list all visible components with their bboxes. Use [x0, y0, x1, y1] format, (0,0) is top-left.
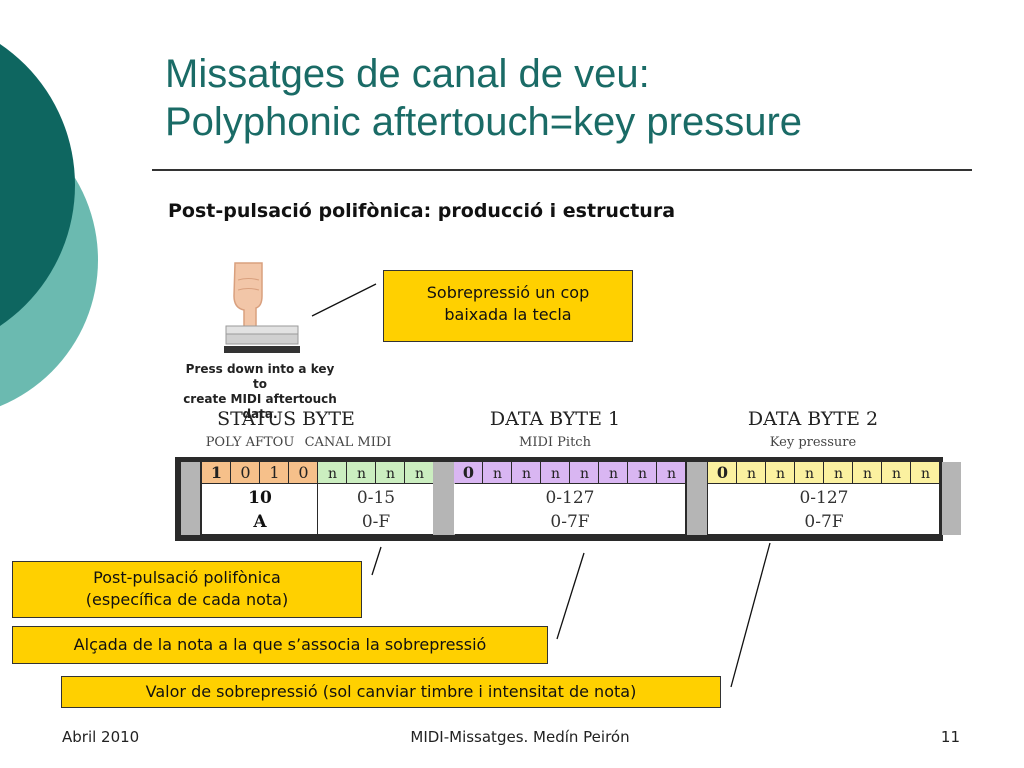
data2-bit-cell — [911, 462, 939, 483]
slide-subtitle: Post-pulsació polifònica: producció i es… — [168, 200, 676, 222]
status-bit-label: 0 — [240, 463, 250, 482]
callout-top-line-2: baixada la tecla — [444, 305, 572, 324]
caption-line-2: create MIDI aftertouch data. — [183, 392, 337, 421]
status-bit-cell — [318, 462, 346, 483]
status-bit-cell — [347, 462, 375, 483]
status-bit-cell — [289, 462, 317, 483]
data1-decimal: 0-127 — [545, 488, 594, 508]
data1-bit-cell — [628, 462, 656, 483]
title-line-2: Polyphonic aftertouch=key pressure — [165, 100, 803, 144]
channel-decimal: 0-15 — [357, 488, 395, 508]
data2-bit-label: n — [776, 466, 785, 482]
callout-status-line-1: Post-pulsació polifònica — [93, 568, 281, 587]
data1-bit-label: n — [493, 466, 502, 482]
data1-bit-cell — [541, 462, 569, 483]
status-bit-cell — [202, 462, 230, 483]
data2-bit-cell — [708, 462, 736, 483]
data2-bit-cell — [766, 462, 794, 483]
data1-value-cell — [454, 484, 685, 534]
data2-bit-label: n — [921, 466, 930, 482]
data1-bit-cell — [599, 462, 627, 483]
status-bit-label: n — [386, 466, 395, 482]
key-press-illustration — [224, 262, 300, 353]
status-bit-label: 1 — [211, 463, 222, 482]
status-bit-label: 0 — [298, 463, 308, 482]
data2-bit-label: 0 — [717, 463, 728, 482]
status-bit-cell — [376, 462, 404, 483]
data2-bit-label: n — [747, 466, 756, 482]
caption-line-1: Press down into a key to — [185, 362, 335, 391]
footer-date: Abril 2010 — [62, 728, 140, 746]
data1-bit-label: n — [522, 466, 531, 482]
data-byte-1-sub: MIDI Pitch — [519, 435, 591, 450]
decorative-circles — [0, 44, 98, 407]
data1-bit-cell — [657, 462, 685, 483]
status-byte-header: STATUS BYTE — [217, 408, 355, 430]
status-bit-label: 1 — [269, 463, 279, 482]
illustration-caption: Press down into a key to create MIDI aft… — [180, 362, 340, 422]
channel-value-cell — [318, 484, 433, 534]
data1-bit-label: n — [638, 466, 647, 482]
data1-bit-cell — [454, 462, 482, 483]
status-bit-label: n — [415, 466, 424, 482]
status-decimal: 10 — [248, 488, 272, 508]
status-bit-label: n — [357, 466, 366, 482]
data1-bit-label: n — [580, 466, 589, 482]
status-bit-cell — [405, 462, 433, 483]
data2-hex: 0-7F — [804, 512, 843, 532]
status-value-cell — [202, 484, 317, 534]
data2-left-edge — [687, 462, 706, 535]
status-bit-cell — [260, 462, 288, 483]
status-left-edge — [181, 462, 200, 535]
data1-bit-label: n — [551, 466, 560, 482]
data2-bit-cell — [737, 462, 765, 483]
data1-bit-label: n — [609, 466, 618, 482]
data1-bit-cell — [483, 462, 511, 483]
data2-bit-cell — [853, 462, 881, 483]
callout-note-pitch: Alçada de la nota a la que s’associa la … — [12, 626, 548, 664]
data1-bit-label: 0 — [463, 463, 474, 482]
footer-title: MIDI-Missatges. Medín Peirón — [410, 728, 630, 746]
data1-bit-label: n — [667, 466, 676, 482]
data-byte-1-header: DATA BYTE 1 — [489, 408, 621, 430]
channel-hex: 0-F — [362, 512, 391, 532]
data2-bit-cell — [795, 462, 823, 483]
status-bit-cell — [231, 462, 259, 483]
slide-title: Missatges de canal de veu: Polyphonic af… — [165, 50, 985, 146]
data2-bit-label: n — [834, 466, 843, 482]
data2-bit-label: n — [863, 466, 872, 482]
title-rule — [152, 169, 972, 171]
callout-poly-aftertouch: Post-pulsació polifònica (específica de … — [12, 561, 362, 618]
status-hex: A — [252, 512, 267, 532]
data-byte-2-header: DATA BYTE 2 — [747, 408, 879, 430]
data1-left-edge — [433, 462, 452, 535]
page-number: 11 — [940, 728, 960, 746]
data2-right-edge — [942, 462, 961, 535]
data2-bit-cell — [824, 462, 852, 483]
data2-bit-label: n — [892, 466, 901, 482]
status-bit-label: n — [328, 466, 337, 482]
status-sub-poly-aftou: POLY AFTOU — [205, 435, 295, 450]
piano-keys-icon — [224, 325, 300, 353]
data2-bit-cell — [882, 462, 910, 483]
data2-bit-label: n — [805, 466, 814, 482]
status-sub-canal-midi: CANAL MIDI — [304, 435, 392, 450]
callout-status-line-2: (específica de cada nota) — [85, 590, 289, 609]
data2-value-cell — [708, 484, 939, 534]
callout-pressure-value: Valor de sobrepressió (sol canviar timbr… — [61, 676, 721, 708]
callout-top-line-1: Sobrepressió un cop — [426, 283, 590, 302]
data1-hex: 0-7F — [550, 512, 589, 532]
data2-decimal: 0-127 — [799, 488, 848, 508]
data-byte-2-sub: Key pressure — [769, 435, 857, 450]
title-line-1: Missatges de canal de veu: — [165, 52, 650, 96]
callout-aftertouch-pressure: Sobrepressió un cop baixada la tecla — [383, 270, 633, 342]
data1-bit-cell — [512, 462, 540, 483]
data1-bit-cell — [570, 462, 598, 483]
